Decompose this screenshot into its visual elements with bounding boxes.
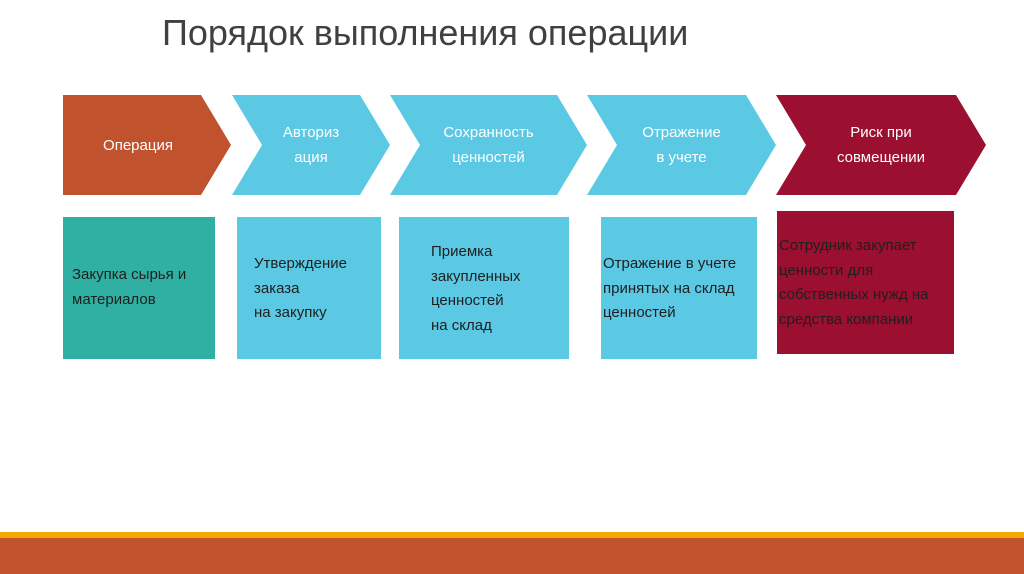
box-text: Закупка сырья и материалов — [72, 266, 187, 308]
box-text: Отражение в учете принятых на склад ценн… — [603, 255, 737, 321]
chevron-operation: Операция — [63, 95, 231, 195]
chevron-recording: Отражение в учете — [587, 95, 776, 195]
footer-accent-line — [0, 532, 1024, 538]
chevron-label: Риск при совмещении — [836, 124, 926, 166]
chevron-label: Операция — [103, 136, 173, 154]
box-text: Приемка закупленных ценностей на склад — [431, 243, 521, 334]
chevron-label: Сохранность ценностей — [443, 124, 534, 166]
chevron-authorization: Авториз ация — [232, 95, 390, 195]
chevron-safekeeping: Сохранность ценностей — [390, 95, 587, 195]
box-text: Утверждение заказа на закупку — [254, 255, 348, 321]
box-approval: Утверждение заказа на закупку — [237, 217, 381, 359]
chevron-label: Авториз ация — [282, 124, 340, 166]
chevron-risk: Риск при совмещении — [776, 95, 986, 195]
box-text: Сотрудник закупает ценности для собствен… — [779, 237, 929, 328]
box-risk: Сотрудник закупает ценности для собствен… — [777, 211, 954, 354]
box-recording: Отражение в учете принятых на склад ценн… — [601, 217, 757, 359]
chevron-label: Отражение в учете — [642, 124, 721, 166]
box-receiving: Приемка закупленных ценностей на склад — [399, 217, 569, 359]
slide-title: Порядок выполнения операции — [162, 12, 689, 53]
box-purchase: Закупка сырья и материалов — [63, 217, 215, 359]
footer-bar — [0, 538, 1024, 574]
